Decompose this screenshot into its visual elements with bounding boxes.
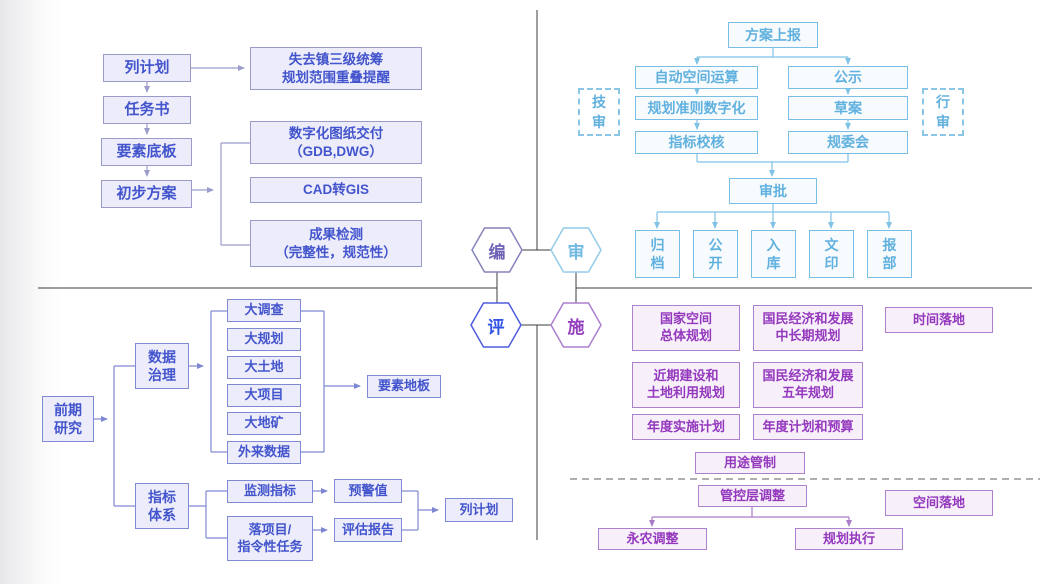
node-report-up: 报 部 [867,230,912,278]
hexagon-evaluate: 评 [487,317,505,337]
node-task-assignment: 落项目/ 指令性任务 [227,516,313,561]
node-cad-to-gis: CAD转GIS [250,177,422,203]
node-archive: 归 档 [635,230,680,278]
node-evaluation-report: 评估报告 [334,518,402,542]
implement-connectors [649,507,852,527]
node-task-book: 任务书 [103,96,191,124]
hexagon-review: 审 [567,242,585,262]
hexagon-shape-implement [550,302,602,348]
node-draft: 草案 [788,96,908,120]
node-time-landing: 时间落地 [885,307,993,333]
node-digital-delivery: 数字化图纸交付 （GDB,DWG） [250,121,422,164]
node-print: 文 印 [809,230,854,278]
node-national-spatial-plan: 国家空间 总体规划 [632,305,740,351]
hexagon-shape-review [550,227,602,273]
review-connectors [654,48,892,229]
compile-connectors [144,65,250,246]
node-annual-implementation: 年度实施计划 [632,414,740,440]
node-element-floor: 要素地板 [367,375,441,398]
node-indicator-system: 指标 体系 [135,483,189,529]
quadrant-dividers [38,10,1032,540]
label-technical-review: 技 审 [578,88,620,136]
node-rules-digitization: 规划准则数字化 [635,96,758,120]
node-use-control: 用途管制 [695,452,805,474]
hexagon-shape-compile [471,227,523,273]
node-plan-submission: 方案上报 [728,22,818,48]
node-overlap-alert: 失去镇三级统筹 规划范围重叠提醒 [250,47,422,90]
node-farm-adjust: 永农调整 [598,528,707,550]
center-hexagons [470,227,602,348]
node-warning-value: 预警值 [334,479,402,503]
node-preliminary-research: 前期 研究 [42,396,94,442]
node-draft-plan: 初步方案 [101,180,192,208]
node-big-project: 大项目 [227,384,301,407]
node-element-base: 要素底板 [101,138,192,166]
node-big-mineral: 大地矿 [227,412,301,435]
node-database: 入 库 [751,230,796,278]
node-result-check: 成果检测 （完整性，规范性） [250,220,422,267]
node-control-layer-adjust: 管控层调整 [698,485,807,507]
node-public-notice: 公示 [788,66,908,89]
node-five-year-plan: 国民经济和发展 五年规划 [753,362,863,408]
hexagon-compile: 编 [488,242,506,262]
node-auto-spatial-calc: 自动空间运算 [635,66,758,89]
node-big-land: 大土地 [227,356,301,379]
hexagon-shape-evaluate [470,302,522,348]
node-publish: 公 开 [693,230,738,278]
node-planning-committee: 规委会 [788,131,908,154]
node-indicator-check: 指标校核 [635,131,758,154]
node-space-landing: 空间落地 [885,490,993,516]
node-longterm-plan: 国民经济和发展 中长期规划 [753,305,863,351]
node-nearterm-plan: 近期建设和 土地利用规划 [632,362,740,408]
node-data-governance: 数据 治理 [135,343,189,389]
node-big-survey: 大调查 [227,299,301,322]
node-external-data: 外来数据 [227,441,301,464]
node-big-planning: 大规划 [227,328,301,351]
node-monitor-indicator: 监测指标 [227,480,313,503]
node-plan-execution: 规划执行 [795,528,903,550]
evaluate-connectors [94,310,439,539]
label-administrative-review: 行 审 [922,88,964,136]
node-annual-budget: 年度计划和预算 [753,414,863,440]
node-plan-listing: 列计划 [103,54,191,82]
node-plan-listing-out: 列计划 [445,498,513,522]
node-approval: 审批 [729,178,817,204]
hexagon-implement: 施 [567,317,585,337]
